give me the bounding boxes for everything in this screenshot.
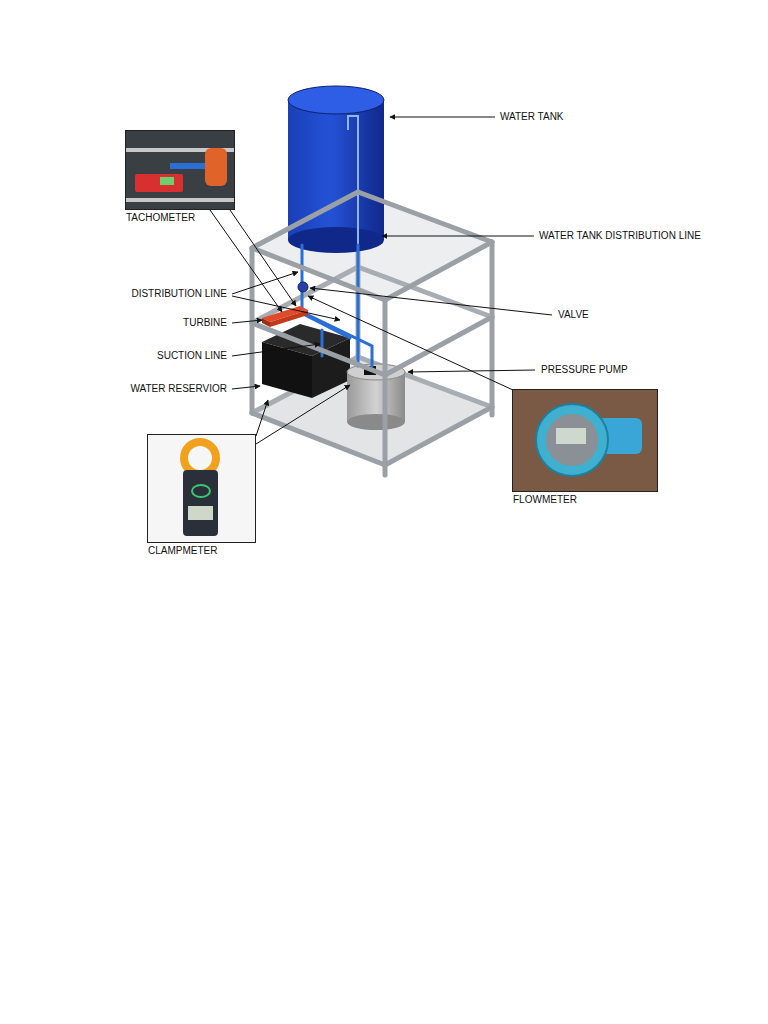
pressure-pump-part bbox=[347, 414, 405, 430]
water-tank-part bbox=[288, 86, 384, 114]
leader-lines-part bbox=[232, 344, 320, 356]
frame-front-part bbox=[490, 242, 495, 415]
leader-lines-part bbox=[230, 210, 296, 306]
inset-caption: TACHOMETER bbox=[126, 212, 195, 224]
pipes-part bbox=[357, 245, 360, 366]
leader-lines-part bbox=[256, 400, 268, 436]
leader-lines-part bbox=[256, 385, 350, 444]
flowmeter-photo-part bbox=[536, 404, 608, 476]
tachometer-photo-part bbox=[205, 148, 227, 186]
frame-front-part bbox=[383, 300, 388, 475]
tachometer-inset: TACHOMETER bbox=[125, 130, 235, 210]
tachometer-photo-part bbox=[160, 177, 174, 185]
frame-back-part bbox=[358, 267, 492, 317]
frame-front-part bbox=[385, 317, 492, 375]
clampmeter-photo-part bbox=[184, 442, 216, 474]
leader-lines-part bbox=[382, 236, 534, 237]
water-tank-part bbox=[348, 116, 358, 245]
leader-lines-part bbox=[308, 296, 513, 390]
part-label: WATER TANK DISTRIBUTION LINE bbox=[538, 230, 702, 242]
tachometer-photo-part bbox=[170, 163, 210, 169]
leader-lines bbox=[210, 117, 552, 444]
part-label: WATER TANK bbox=[499, 111, 565, 123]
leader-lines-part bbox=[232, 296, 340, 320]
leader-lines-part bbox=[232, 272, 298, 294]
inset-caption: CLAMPMETER bbox=[148, 545, 217, 557]
turbine bbox=[262, 306, 308, 327]
turbine-part bbox=[270, 310, 308, 327]
valve-part bbox=[298, 282, 308, 292]
tachometer-photo bbox=[125, 130, 235, 210]
flowmeter-photo-part bbox=[556, 428, 586, 444]
inset-caption: FLOWMETER bbox=[513, 494, 577, 506]
part-label: TURBINE bbox=[182, 317, 228, 329]
frame-front-part bbox=[252, 323, 385, 375]
leader-lines-part bbox=[310, 288, 552, 315]
leader-lines-part bbox=[232, 386, 260, 389]
leader-lines-part bbox=[390, 117, 495, 118]
pipes-part bbox=[305, 315, 350, 338]
flowmeter-inset: FLOWMETER bbox=[512, 389, 658, 492]
leader-lines-part bbox=[232, 320, 262, 323]
frame-front-part bbox=[385, 242, 492, 300]
valve bbox=[298, 282, 308, 292]
frame-front-part bbox=[252, 248, 385, 300]
tachometer-photo-part bbox=[125, 130, 235, 210]
part-label: SUCTION LINE bbox=[156, 350, 228, 362]
frame-front bbox=[252, 192, 492, 475]
water-tank bbox=[288, 86, 384, 253]
clampmeter-inset: CLAMPMETER bbox=[147, 434, 256, 543]
clampmeter-photo-part bbox=[183, 470, 218, 536]
frame-front-part bbox=[385, 407, 492, 465]
flowmeter-photo-part bbox=[546, 414, 598, 466]
part-label: WATER RESERVIOR bbox=[130, 383, 229, 395]
clampmeter-photo-part bbox=[147, 434, 256, 543]
part-label: PRESSURE PUMP bbox=[540, 364, 629, 376]
flowmeter-photo bbox=[512, 389, 658, 492]
clampmeter-photo-part bbox=[188, 506, 213, 520]
part-label: DISTRIBUTION LINE bbox=[130, 288, 228, 300]
flowmeter-photo-part bbox=[512, 389, 658, 492]
clampmeter-photo bbox=[147, 434, 256, 543]
frame-front-part bbox=[358, 192, 492, 242]
tachometer-photo-part bbox=[135, 174, 183, 192]
part-label: VALVE bbox=[557, 309, 590, 321]
frame-front-part bbox=[252, 413, 385, 465]
water-reservoir bbox=[262, 324, 350, 398]
tachometer-photo-part bbox=[125, 198, 235, 202]
frame-front-part bbox=[252, 192, 358, 248]
clampmeter-photo-part bbox=[192, 485, 210, 497]
